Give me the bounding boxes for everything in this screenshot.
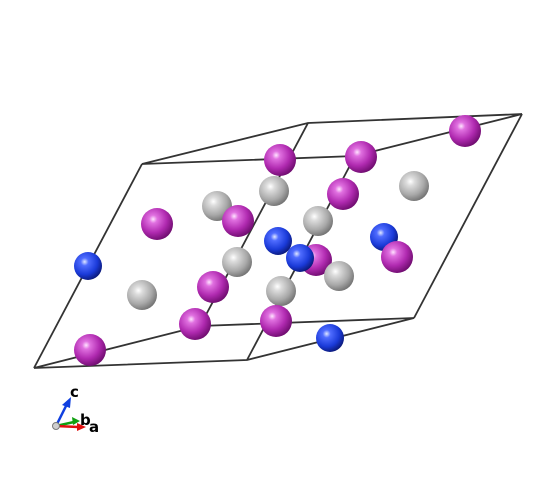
magenta-atom [345, 141, 377, 173]
magenta-atom [327, 178, 359, 210]
blue-atom [286, 244, 314, 272]
axis-a-label: a [89, 418, 99, 436]
magenta-atom [260, 305, 292, 337]
gray-atom [399, 171, 429, 201]
magenta-atom [449, 115, 481, 147]
gray-atom [324, 261, 354, 291]
magenta-atom [222, 205, 254, 237]
axis-c-label: c [70, 383, 79, 401]
blue-atom [316, 324, 344, 352]
axis-a-arrowhead [77, 423, 86, 431]
axis-c-arrowhead [62, 397, 71, 408]
magenta-atom [179, 308, 211, 340]
gray-atom [266, 276, 296, 306]
magenta-atom [381, 241, 413, 273]
axis-c-arrow [54, 403, 69, 427]
axis-b-label: b [80, 411, 91, 429]
blue-atom [264, 227, 292, 255]
axis-indicator: c b a [52, 383, 99, 436]
blue-atom [74, 252, 102, 280]
axis-origin [52, 422, 60, 430]
magenta-atom [264, 144, 296, 176]
atoms [74, 115, 481, 366]
gray-atom [259, 176, 289, 206]
gray-atom [222, 247, 252, 277]
magenta-atom [141, 208, 173, 240]
gray-atom [127, 280, 157, 310]
axis-b-arrowhead [72, 417, 80, 425]
cell-edge-right [413, 113, 523, 319]
magenta-atom [197, 271, 229, 303]
gray-atom [303, 206, 333, 236]
magenta-atom [74, 334, 106, 366]
